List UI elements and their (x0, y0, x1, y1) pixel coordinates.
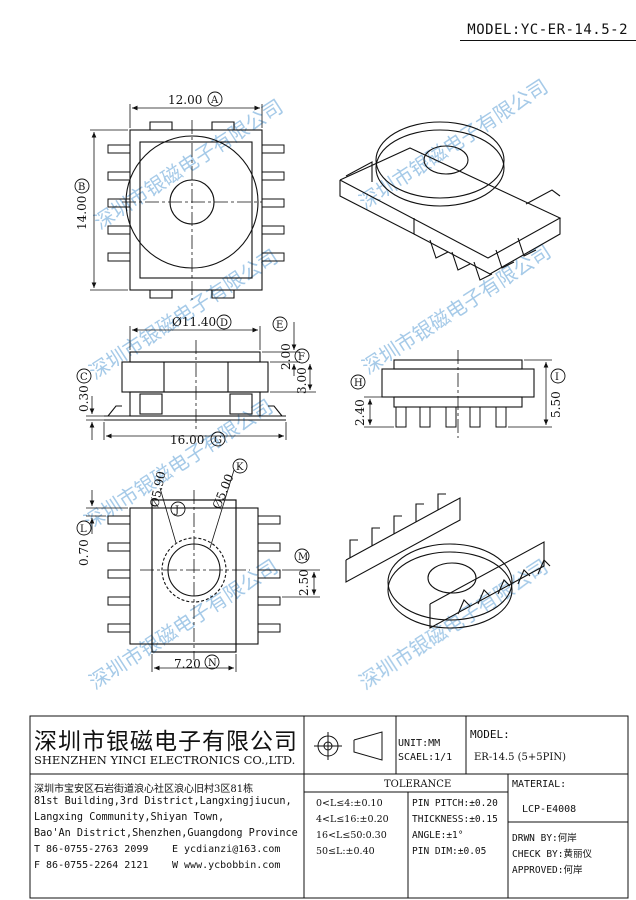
dim-b-letter: B (78, 182, 85, 193)
dim-b-value: 14.00 (75, 196, 89, 230)
dim-d-letter: D (220, 318, 228, 329)
dim-e-letter: E (276, 320, 283, 331)
dim-n-letter: N (208, 658, 217, 669)
dim-c-value: 0.30 (77, 385, 91, 412)
unit-label: UNIT:MM (398, 738, 441, 749)
dim-l-value: 0.70 (77, 539, 91, 566)
contact-tel: T 86-0755-2763 2099 (34, 844, 149, 855)
dim-i-value: 5.50 (549, 391, 563, 418)
side-view (364, 350, 552, 438)
dim-a-letter: A (210, 95, 219, 106)
dim-k-value: Ø5.00 (210, 472, 237, 511)
dim-m-value: 2.50 (297, 569, 311, 596)
dim-k-letter: K (236, 462, 244, 473)
dim-c-letter: C (80, 372, 88, 383)
contact-web: W www.ycbobbin.com (172, 860, 281, 871)
header-rule (460, 40, 636, 41)
dim-g-value: 16.00 (170, 433, 204, 447)
title-block-frame (29, 715, 629, 899)
model-header: MODEL:YC-ER-14.5-2 (467, 22, 628, 38)
company-name-en: SHENZHEN YINCI ELECTRONICS CO.,LTD. (34, 753, 296, 767)
dim-f-value: 3.00 (295, 367, 309, 394)
contact-fax: F 86-0755-2264 2121 (34, 860, 149, 871)
approved-by: APPROVED:何岸 (512, 865, 583, 876)
tolerance-title: TOLERANCE (384, 779, 452, 790)
tolerance-right-4: PIN DIM:±0.05 (412, 846, 487, 857)
dim-d-value: Ø11.40 (172, 315, 216, 329)
model-label: MODEL: (470, 728, 510, 741)
tolerance-right-2: THICKNESS:±0.15 (412, 814, 498, 825)
contact-email: E ycdianzi@163.com (172, 844, 281, 855)
dim-n-value: 7.20 (174, 657, 201, 671)
tolerance-left-2: 4<L≤16:±0.20 (316, 814, 389, 825)
tolerance-left-1: 0<L≤4:±0.10 (316, 798, 383, 809)
projection-icon (314, 731, 383, 761)
dim-i-letter: I (555, 372, 559, 383)
isometric-view-top (339, 121, 562, 281)
dim-a-value: 12.00 (168, 93, 202, 107)
address-line-3: Langxing Community,Shiyan Town, (34, 812, 225, 823)
tolerance-right-1: PIN PITCH:±0.20 (412, 798, 498, 809)
drawn-by: DRWN BY:何岸 (512, 833, 577, 844)
address-line-2: 81st Building,3rd District,Langxingjiucu… (34, 796, 292, 807)
tolerance-left-3: 16<L≤50:0.30 (316, 830, 387, 841)
dim-g-letter: G (214, 435, 222, 446)
dim-f-letter: F (298, 352, 305, 363)
model-value: ER-14.5 (5+5PIN) (474, 752, 566, 763)
bottom-view (86, 469, 320, 672)
dim-h-letter: H (354, 378, 363, 389)
address-line-1: 深圳市宝安区石岩街道浪心社区浪心旧村3区81栋 (34, 784, 254, 795)
dim-m-letter: M (298, 552, 308, 563)
front-view (86, 322, 316, 440)
top-view (90, 104, 285, 300)
watermark-2: 深圳市银磁电子有限公司 (355, 74, 553, 214)
watermark-7: 深圳市银磁电子有限公司 (355, 554, 553, 694)
material-value: LCP-E4008 (522, 804, 577, 815)
dim-l-letter: L (80, 524, 87, 535)
dim-h-value: 2.40 (353, 399, 367, 426)
address-line-4: Bao'An District,Shenzhen,Guangdong Provi… (34, 828, 298, 839)
tolerance-right-3: ANGLE:±1° (412, 830, 464, 841)
company-name-cn: 深圳市银磁电子有限公司 (34, 729, 298, 755)
dim-e-value: 2.00 (279, 343, 293, 370)
material-label: MATERIAL: (512, 779, 567, 790)
isometric-view-bottom (345, 493, 551, 629)
scale-label: SCAEL:1/1 (398, 752, 453, 763)
technical-drawing: 深圳市银磁电子有限公司 深圳市银磁电子有限公司 深圳市银磁电子有限公司 深圳市银… (74, 74, 566, 694)
watermark-4: 深圳市银磁电子有限公司 (358, 239, 556, 379)
dim-j-letter: J (174, 505, 179, 516)
tolerance-left-4: 50≤L:±0.40 (316, 846, 375, 857)
check-by: CHECK BY:黄丽仪 (512, 849, 592, 860)
